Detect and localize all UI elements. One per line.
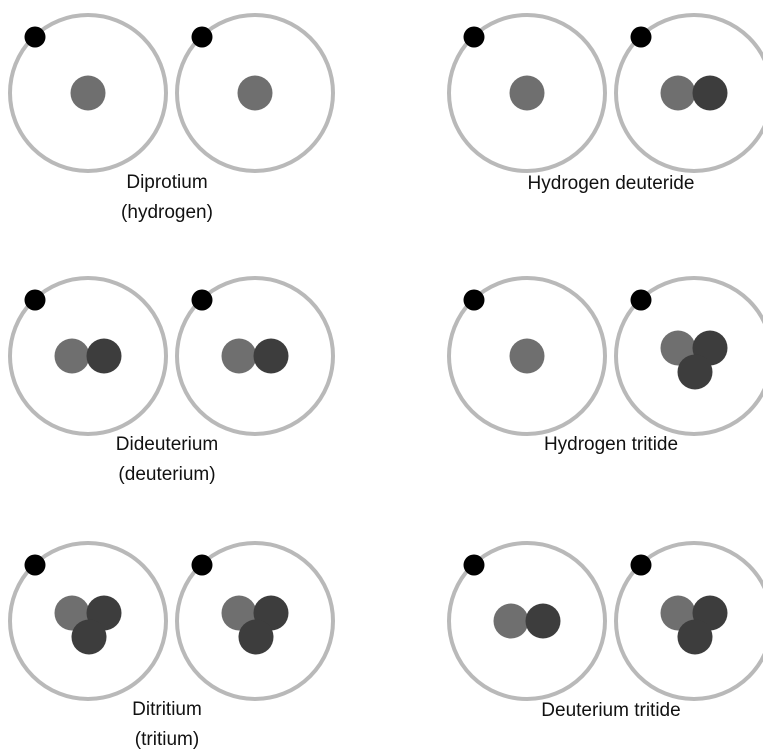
- molecule-atoms: [8, 13, 335, 173]
- proton: [660, 75, 696, 111]
- neutron: [692, 75, 728, 111]
- atom: [447, 276, 607, 436]
- atom: [447, 541, 607, 701]
- molecule-deuterium-tritide: Deuterium tritide: [447, 541, 763, 721]
- atom: [175, 13, 335, 173]
- proton: [509, 338, 545, 374]
- molecule-dideuterium: Dideuterium (deuterium): [8, 276, 335, 485]
- electron: [191, 26, 213, 48]
- electron: [191, 554, 213, 576]
- molecule-hydrogen-tritide: Hydrogen tritide: [447, 276, 763, 455]
- molecule-diprotium: Diprotium (hydrogen): [8, 13, 335, 223]
- electron: [463, 554, 485, 576]
- proton: [509, 75, 545, 111]
- atom: [8, 276, 168, 436]
- orbit-ring: [447, 13, 607, 173]
- proton: [493, 603, 529, 639]
- orbit-ring: [175, 276, 335, 436]
- neutron: [677, 354, 713, 390]
- molecule-atoms: [447, 276, 763, 436]
- orbit-ring: [614, 541, 763, 701]
- orbit-ring: [614, 276, 763, 436]
- proton: [54, 338, 90, 374]
- atom: [614, 276, 763, 436]
- molecule-name: Hydrogen deuteride: [528, 173, 695, 194]
- orbit-ring: [8, 276, 168, 436]
- electron: [630, 289, 652, 311]
- atom: [8, 541, 168, 701]
- atom: [447, 13, 607, 173]
- orbit-ring: [175, 13, 335, 173]
- neutron: [525, 603, 561, 639]
- orbit-ring: [8, 13, 168, 173]
- molecule-alt-name: (deuterium): [118, 464, 215, 485]
- atom: [614, 13, 763, 173]
- orbit-ring: [175, 541, 335, 701]
- orbit-ring: [8, 541, 168, 701]
- neutron: [86, 338, 122, 374]
- orbit-ring: [614, 13, 763, 173]
- molecule-alt-name: (tritium): [135, 729, 199, 750]
- proton: [70, 75, 106, 111]
- molecule-name: Hydrogen tritide: [544, 434, 678, 455]
- molecule-alt-name: (hydrogen): [121, 202, 213, 223]
- electron: [463, 26, 485, 48]
- molecule-atoms: [8, 276, 335, 436]
- atom: [8, 13, 168, 173]
- molecule-atoms: [8, 541, 335, 701]
- electron: [24, 289, 46, 311]
- orbit-ring: [447, 541, 607, 701]
- neutron: [677, 619, 713, 655]
- molecule-hydrogen-deuteride: Hydrogen deuteride: [447, 13, 763, 194]
- proton: [221, 338, 257, 374]
- neutron: [71, 619, 107, 655]
- neutron: [238, 619, 274, 655]
- molecule-name: Deuterium tritide: [541, 700, 680, 721]
- molecule-atoms: [447, 541, 763, 701]
- electron: [191, 289, 213, 311]
- molecule-name: Dideuterium: [116, 434, 218, 455]
- atom: [614, 541, 763, 701]
- orbit-ring: [447, 276, 607, 436]
- molecule-atoms: [447, 13, 763, 173]
- electron: [24, 26, 46, 48]
- atom: [175, 541, 335, 701]
- molecule-ditritium: Ditritium (tritium): [8, 541, 335, 750]
- electron: [630, 554, 652, 576]
- molecule-name: Diprotium: [126, 172, 207, 193]
- electron: [463, 289, 485, 311]
- neutron: [253, 338, 289, 374]
- atom: [175, 276, 335, 436]
- proton: [237, 75, 273, 111]
- electron: [24, 554, 46, 576]
- electron: [630, 26, 652, 48]
- molecule-name: Ditritium: [132, 699, 202, 720]
